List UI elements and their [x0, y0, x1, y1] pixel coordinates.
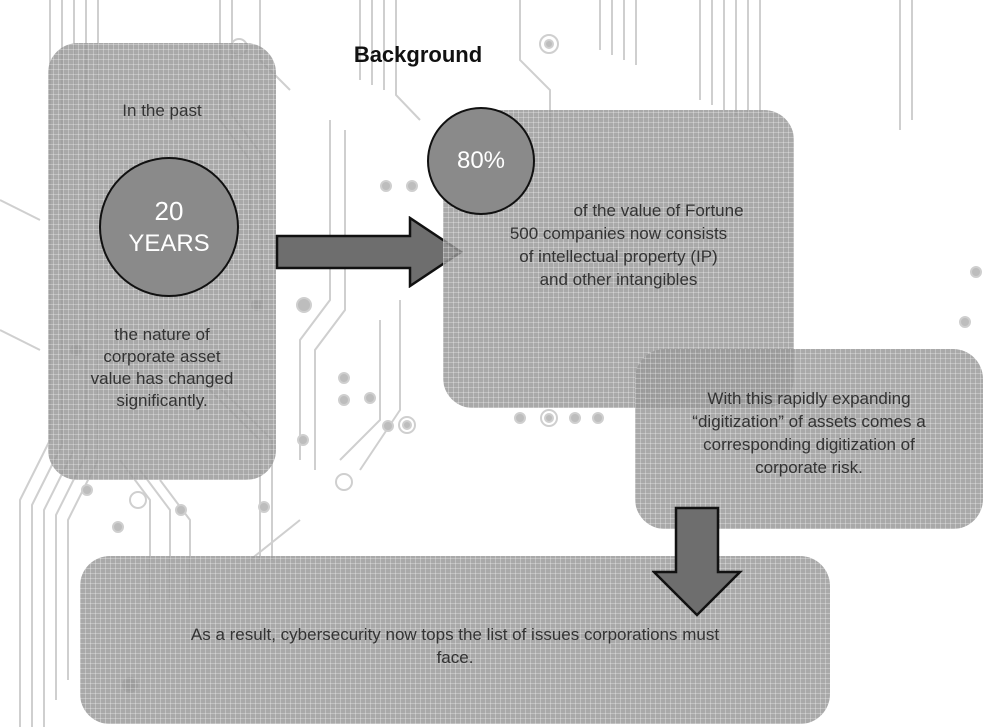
- digitization-line: “digitization” of assets comes a: [692, 412, 926, 431]
- past-line: corporate asset: [103, 347, 221, 366]
- percent-circle: 80%: [427, 107, 535, 215]
- past-bottom-text: the nature of corporate asset value has …: [48, 324, 276, 412]
- digitization-box: With this rapidly expanding “digitizatio…: [635, 349, 983, 529]
- down-arrow-icon: [652, 506, 744, 617]
- digitization-line: corresponding digitization of: [703, 435, 915, 454]
- digitization-line: corporate risk.: [755, 458, 863, 477]
- past-line: significantly.: [116, 391, 208, 410]
- result-box: As a result, cybersecurity now tops the …: [80, 556, 830, 724]
- fortune-text: of the value of Fortune 500 companies no…: [443, 199, 794, 291]
- past-line: the nature of: [114, 325, 210, 344]
- result-line: face.: [436, 648, 474, 667]
- digitization-text: With this rapidly expanding “digitizatio…: [635, 387, 983, 479]
- fortune-line: and other intangibles: [539, 270, 698, 289]
- fortune-line: of intellectual property (IP): [519, 247, 718, 266]
- fortune-line: 500 companies now consists: [509, 224, 728, 243]
- fortune-line: of the value of Fortune: [573, 201, 744, 220]
- past-line: value has changed: [90, 369, 234, 388]
- past-top-text: In the past: [122, 101, 202, 120]
- years-label: YEARS: [128, 230, 210, 257]
- result-line: As a result, cybersecurity now tops the …: [190, 625, 720, 644]
- years-circle: 20 YEARS: [99, 157, 239, 297]
- right-arrow-icon: [275, 216, 464, 288]
- result-text: As a result, cybersecurity now tops the …: [100, 623, 810, 669]
- percent-label: 80%: [456, 147, 506, 174]
- years-number: 20: [154, 196, 184, 226]
- page-title: Background: [353, 42, 483, 67]
- digitization-line: With this rapidly expanding: [707, 389, 911, 408]
